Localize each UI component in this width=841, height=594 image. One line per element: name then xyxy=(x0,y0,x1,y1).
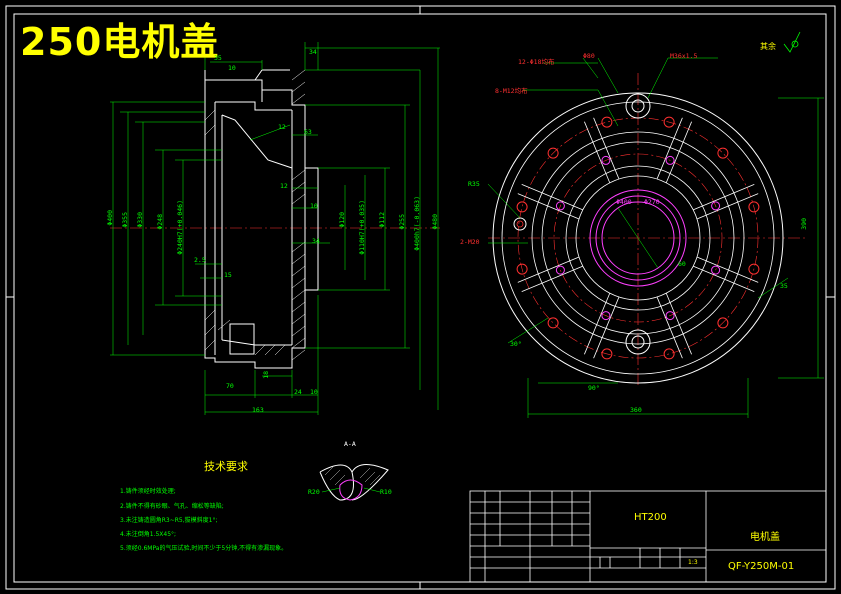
rib-edge xyxy=(521,265,583,292)
inner-bolt-hole xyxy=(711,201,721,211)
part-name: 电机盖 xyxy=(750,532,780,543)
inner-bolt-hole xyxy=(665,155,675,165)
rib-edge xyxy=(656,297,683,359)
label-60: 60 xyxy=(678,260,686,268)
inner-bolt-hole xyxy=(711,265,721,275)
dim-163: 163 xyxy=(252,406,264,414)
dim-12b: 12 xyxy=(280,182,288,190)
dim-phi400h7: Φ400h7(-0.063) xyxy=(413,196,421,251)
outer-bolt-hole xyxy=(748,201,760,213)
dim-63: 63 xyxy=(304,128,312,136)
label-m36: M36x1.5 xyxy=(670,52,698,60)
label-390: 390 xyxy=(800,218,808,230)
label-30deg: 30° xyxy=(510,340,522,348)
rib-edge xyxy=(665,121,692,183)
dim-phi112: Φ112 xyxy=(378,212,386,228)
side-view xyxy=(110,42,440,415)
dim-phi120: Φ120 xyxy=(338,212,346,228)
label-phi400f: Φ400 xyxy=(616,198,632,206)
dim-top-34: 34 xyxy=(309,48,317,56)
rib-edge xyxy=(584,293,611,355)
inner-bolt-hole xyxy=(665,311,675,321)
outer-bolt-hole xyxy=(717,317,729,329)
dim-phi480: Φ480 xyxy=(431,214,439,230)
outer-bolt-hole xyxy=(663,348,675,360)
label-r35: R35 xyxy=(468,180,480,188)
rib-edge xyxy=(593,117,620,179)
rib-edge xyxy=(693,265,755,292)
outer-bolt-hole xyxy=(516,263,528,275)
rib-edge xyxy=(593,297,620,359)
roughness-symbol xyxy=(783,31,801,53)
label-360: 360 xyxy=(630,406,642,414)
inner-bolt-hole xyxy=(555,265,565,275)
dim-70: 70 xyxy=(226,382,234,390)
outer-bolt-hole xyxy=(748,263,760,275)
rib-edge xyxy=(517,193,579,220)
section-r10: R10 xyxy=(380,488,392,496)
label-90deg: 90° xyxy=(588,384,600,392)
dim-phi248: Φ248 xyxy=(156,214,164,230)
dim-2-5: 2.5 xyxy=(194,256,206,264)
section-r20: R20 xyxy=(308,488,320,496)
inner-bolt-hole xyxy=(555,201,565,211)
material-label: HT200 xyxy=(634,512,667,523)
outer-bolt-hole xyxy=(663,116,675,128)
front-view xyxy=(487,57,824,418)
drawing-number: QF-Y250M-01 xyxy=(728,561,795,572)
label-35: 35 xyxy=(780,282,788,290)
outer-bolt-hole xyxy=(547,147,559,159)
label-8-m12: 8-M12均布 xyxy=(495,87,528,95)
dim-34b: 34 xyxy=(312,237,320,245)
outer-bolt-hole xyxy=(601,116,613,128)
tech-req-1: 1.铸件须经时效处理; xyxy=(120,488,176,495)
tech-req-4: 4.未注倒角1.5X45°; xyxy=(120,531,177,538)
dim-18: 18 xyxy=(262,371,270,379)
dim-phi400: Φ400 xyxy=(106,210,114,226)
dim-10b: 10 xyxy=(310,202,318,210)
dim-phi240: Φ240H7(+0.046) xyxy=(176,200,184,255)
dim-10c: 10 xyxy=(310,388,318,396)
dim-phi355: Φ355 xyxy=(121,212,129,228)
tech-req-title: 技术要求 xyxy=(204,460,248,473)
dim-top-12: 12 xyxy=(278,123,286,131)
rib-edge xyxy=(665,293,692,355)
rib-edge xyxy=(584,121,611,183)
tech-req-5: 5.须经0.6MPa的气压试验,时间不少于5分钟,不得有渗漏现象。 xyxy=(120,545,288,552)
rib-edge xyxy=(697,256,759,283)
rib-edge xyxy=(521,184,583,211)
dim-24: 24 xyxy=(294,388,302,396)
outer-bolt-hole xyxy=(601,348,613,360)
dim-top-10: 10 xyxy=(228,64,236,72)
dim-phi330: Φ330 xyxy=(136,212,144,228)
section-label: A-A xyxy=(344,440,356,448)
outer-bolt-hole xyxy=(516,201,528,213)
label-phi270: Φ270 xyxy=(644,198,660,206)
label-12-holes: 12-Φ18均布 xyxy=(518,58,555,66)
outer-bolt-hole xyxy=(547,317,559,329)
inner-bolt-hole xyxy=(601,155,611,165)
scale-value: 1:3 xyxy=(688,559,698,566)
roughness-note: 其余 xyxy=(760,42,776,51)
tech-req-2: 2.铸件不得有砂眼、气孔、缩松等缺陷; xyxy=(120,503,224,510)
inner-bolt-hole xyxy=(601,311,611,321)
dim-15: 15 xyxy=(224,271,232,279)
section-aa xyxy=(319,464,389,501)
dim-top-35: 35 xyxy=(214,54,222,62)
label-phi80: Φ80 xyxy=(583,52,595,60)
dim-phi255: Φ255 xyxy=(398,214,406,230)
rib-edge xyxy=(656,117,683,179)
drawing-title: 250电机盖 xyxy=(20,20,220,64)
title-block xyxy=(469,490,827,583)
drawing-frame xyxy=(5,5,836,590)
outer-bolt-hole xyxy=(717,147,729,159)
rib-edge xyxy=(693,184,755,211)
rib-edge xyxy=(517,256,579,283)
dim-phi110: Φ110H7(+0.035) xyxy=(358,200,366,255)
tech-req-3: 3.未注铸造圆角R3~R5,拔模斜度1°; xyxy=(120,517,218,524)
rib-edge xyxy=(697,193,759,220)
label-2-m20: 2-M20 xyxy=(460,238,480,246)
